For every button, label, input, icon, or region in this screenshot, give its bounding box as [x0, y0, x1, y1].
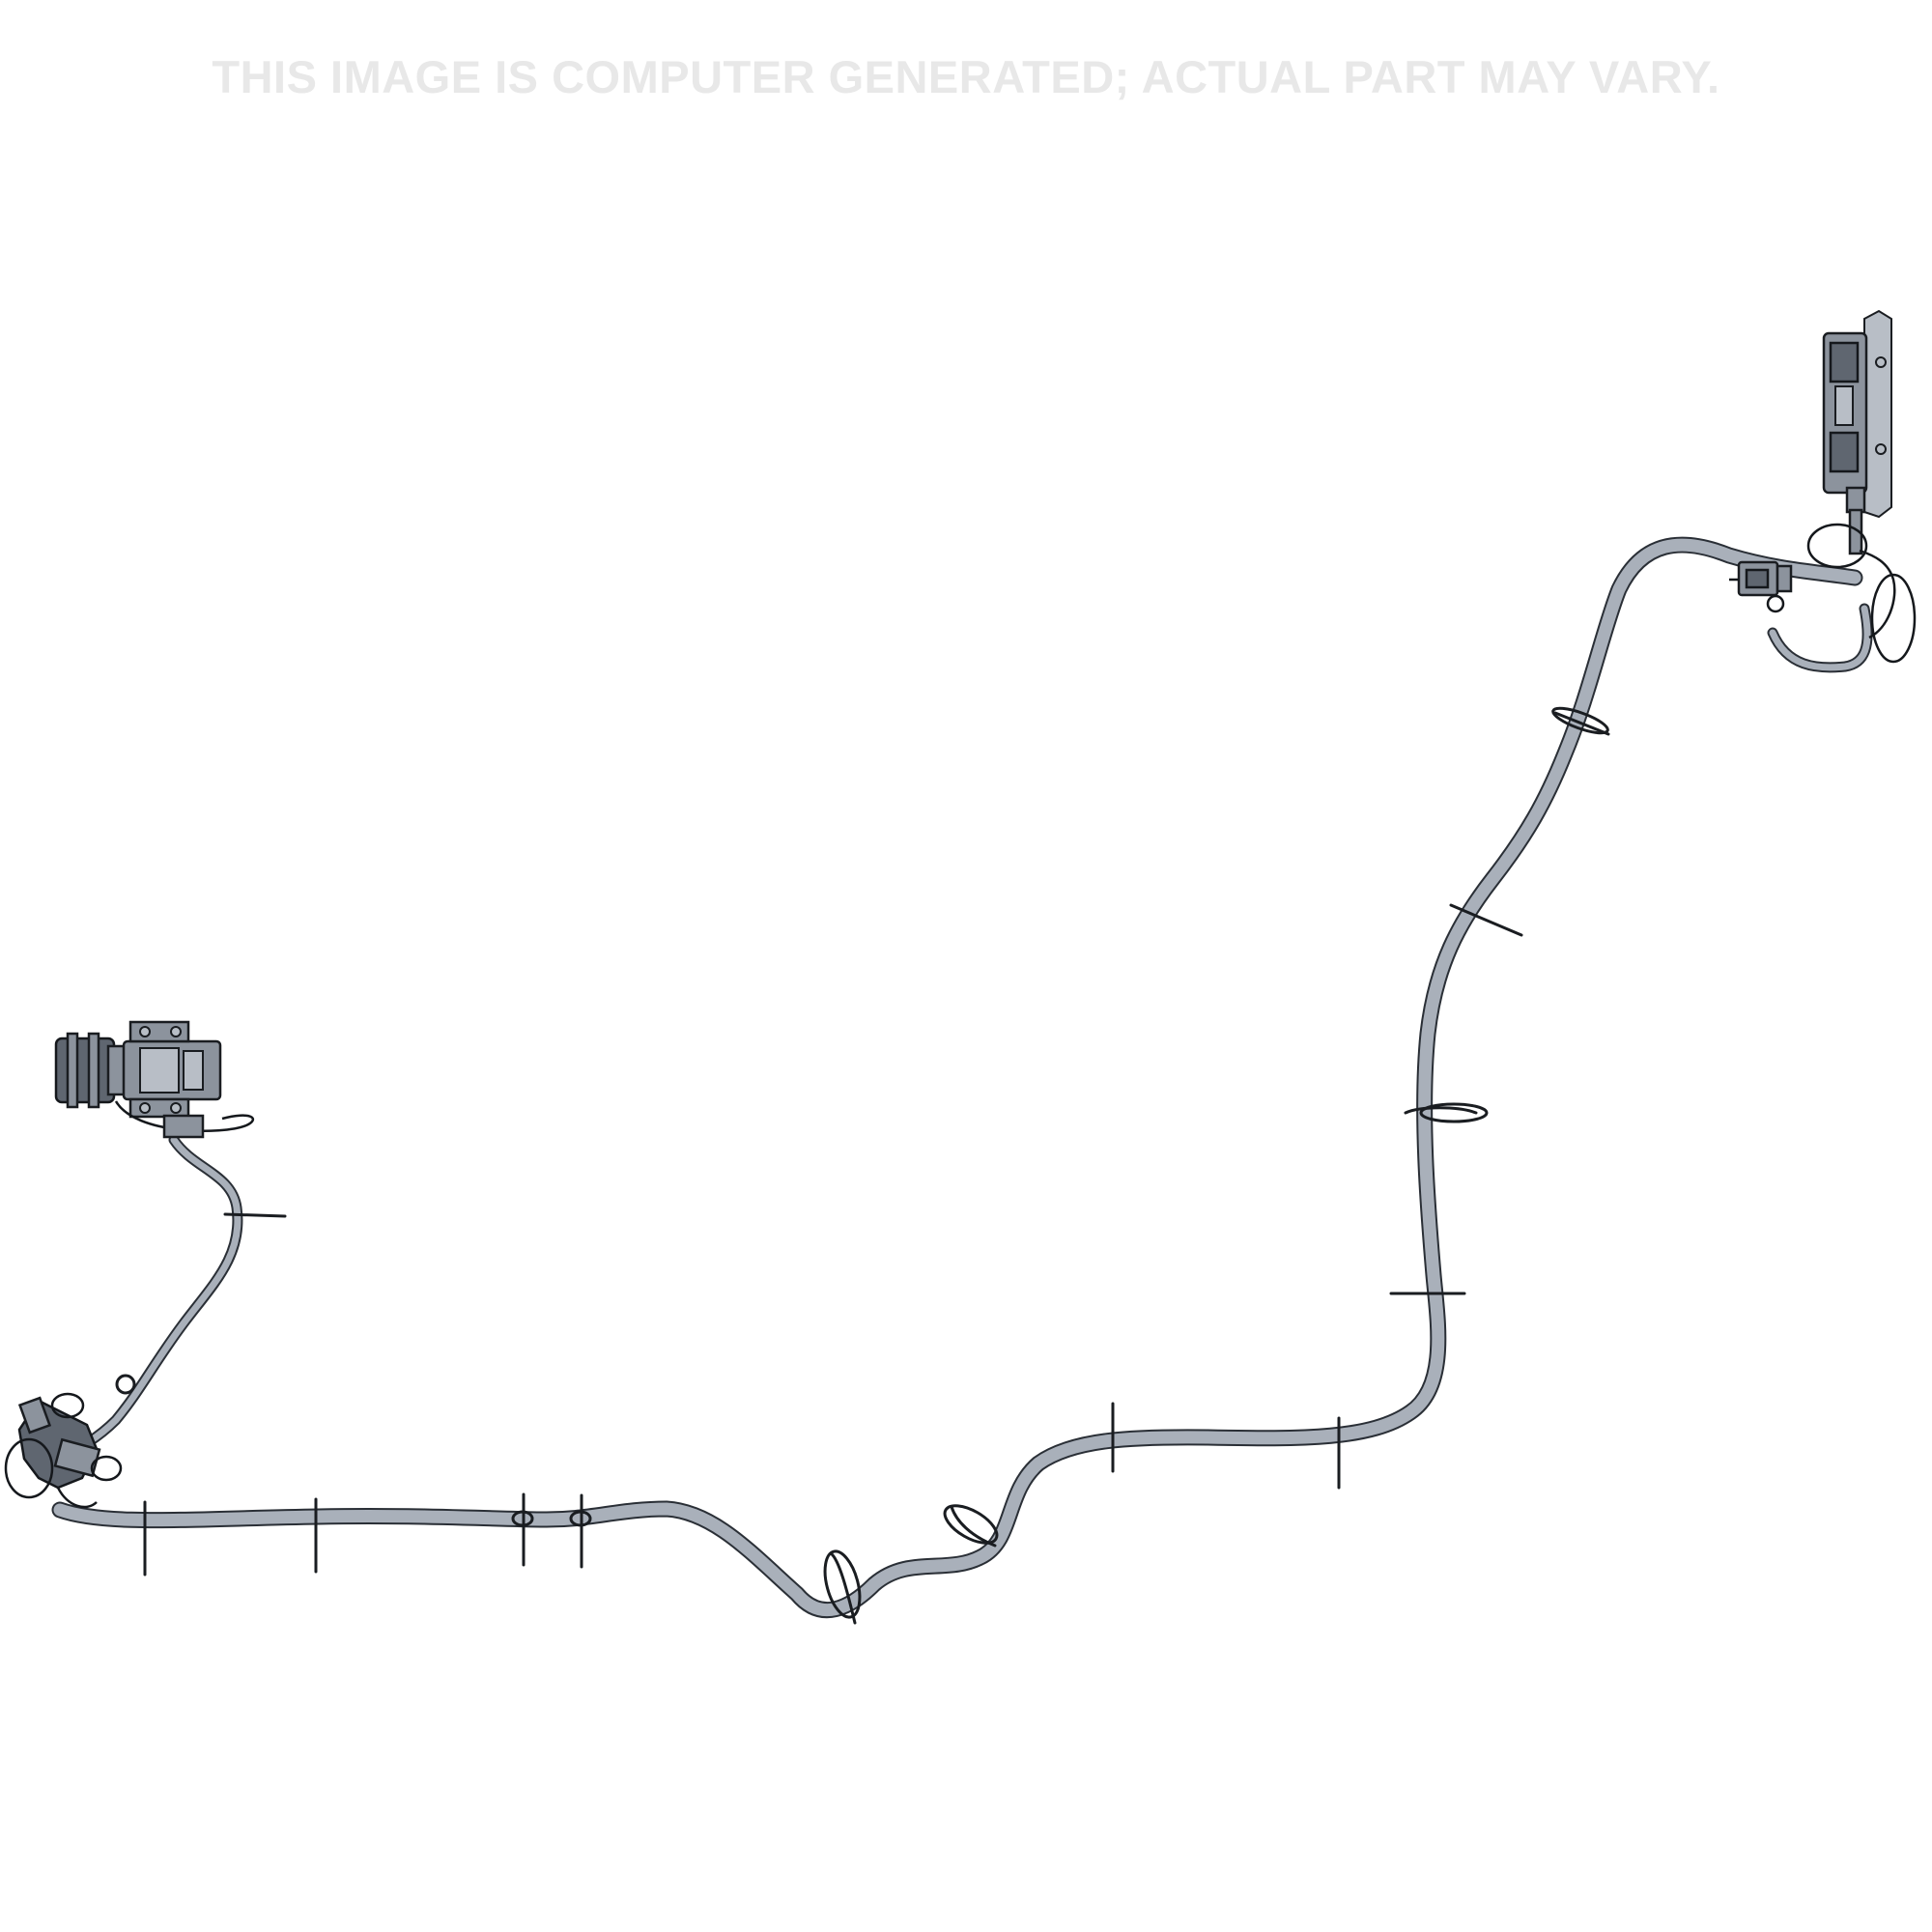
control-box-icon	[1806, 309, 1917, 664]
main-harness-cable	[51, 536, 1863, 1619]
motor-pump-icon	[54, 1020, 254, 1139]
cable-tie	[1553, 711, 1610, 736]
cable-tie	[1449, 903, 1523, 937]
disclaimer-text: THIS IMAGE IS COMPUTER GENERATED; ACTUAL…	[212, 51, 1720, 102]
left-branch-cable	[62, 1134, 243, 1460]
cable-tie	[223, 1212, 287, 1218]
connector-cluster-icon	[4, 1392, 123, 1509]
cable-tie	[1404, 1106, 1478, 1115]
plug-connector-icon	[1729, 560, 1793, 613]
right-ground-branch	[1767, 603, 1873, 673]
cable-ties	[115, 706, 1610, 1625]
